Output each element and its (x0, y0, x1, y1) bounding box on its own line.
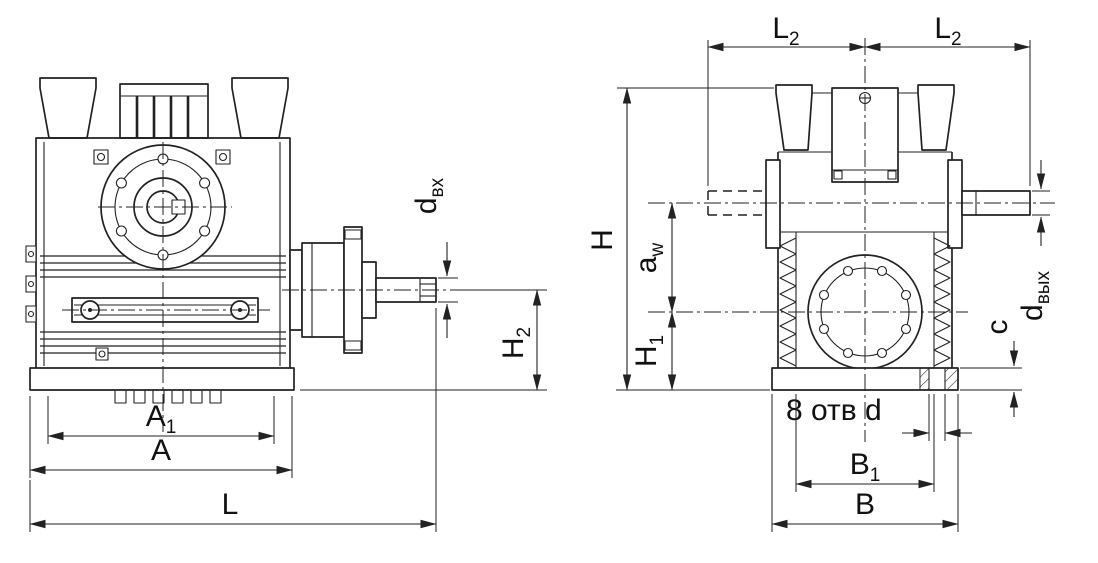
dim-B1: B1 (795, 394, 935, 492)
dim-label-B1: B1 (850, 448, 881, 486)
dim-A: A (29, 396, 293, 478)
dim-H2: H2 (300, 289, 547, 391)
left-side-fins (779, 237, 797, 367)
base-section-hatch (919, 367, 930, 391)
dim-label-H2: H2 (497, 327, 535, 359)
base-section-hatch (944, 367, 959, 391)
dim-label-H: H (586, 229, 619, 251)
dim-L2-right: L2 (864, 12, 1031, 186)
rv-shafts (707, 190, 1031, 216)
dim-H1: H1 (630, 311, 677, 391)
dim-label-A: A (151, 434, 171, 467)
lv-centerlines (62, 142, 458, 432)
dim-H: H (586, 87, 774, 391)
right-view: L2 L2 H aw H1 (586, 12, 1055, 532)
dim-label-L2-right: L2 (934, 12, 961, 50)
dim-label-A1: A1 (146, 400, 177, 438)
lv-base (29, 367, 295, 404)
dim-A1: A1 (47, 396, 275, 444)
lv-drain-bolt (95, 347, 109, 361)
dim-L2-left: L2 (707, 12, 866, 186)
left-view: dвх H2 A1 A (25, 77, 547, 532)
rv-body (765, 152, 963, 368)
lv-top-mount (39, 77, 289, 139)
rv-centerlines (648, 38, 1055, 442)
dim-label-d-out: dвых (1016, 271, 1054, 321)
dim-label-c: c (981, 320, 1014, 335)
rv-top-housing (775, 84, 955, 153)
hidden-shaft-left (707, 190, 766, 216)
dim-aw: aw (630, 202, 677, 313)
right-side-fins (933, 237, 951, 367)
base-fins (114, 390, 222, 404)
dim-label-L2-left: L2 (772, 12, 799, 50)
dim-label-holes: 8 отв d (786, 394, 882, 427)
right-bearing-boss (947, 159, 963, 249)
dim-d-out: dвых (1016, 160, 1054, 321)
dim-L: L (29, 308, 437, 532)
dim-label-L: L (222, 488, 239, 521)
dim-label-aw: aw (630, 243, 668, 274)
dim-label-H1: H1 (630, 335, 668, 367)
dim-c: c (960, 320, 1022, 417)
dim-label-B: B (855, 488, 875, 521)
dim-label-d-in: dвх (410, 177, 448, 214)
left-bearing-boss (765, 159, 781, 249)
dim-base-holes: 8 отв d (786, 394, 972, 441)
dim-d-in: dвх (410, 177, 458, 338)
dim-B: B (771, 394, 959, 532)
